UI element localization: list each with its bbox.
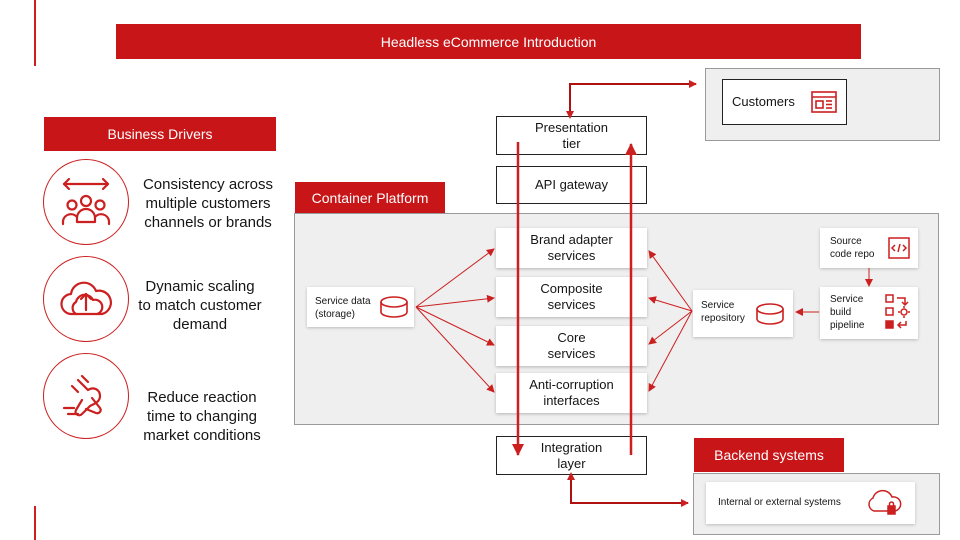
driver-reaction-text: Reduce reaction time to changing market …: [143, 389, 261, 444]
repository-database-icon: [756, 303, 784, 325]
core-services: Core services: [496, 326, 647, 366]
database-icon: [380, 296, 408, 318]
driver-scaling-text: Dynamic scaling to match customer demand: [138, 278, 262, 333]
cloud-lock-icon: [868, 489, 902, 515]
repo-to-brand: [648, 250, 693, 312]
integration-layer-label: Integration layer: [540, 439, 603, 471]
anti-corruption-interfaces: Anti-corruption interfaces: [496, 373, 647, 413]
internal-external-systems-box: Internal or external systems: [706, 482, 915, 524]
source-code-repo-box: Source code repo: [820, 228, 918, 268]
backend-systems-header: Backend systems: [694, 438, 844, 472]
data-to-brand: [415, 248, 495, 308]
code-icon: [888, 237, 910, 259]
page-title: Headless eCommerce Introduction: [116, 24, 861, 59]
cloud-upload-icon: [43, 256, 129, 342]
browser-window-icon: [811, 91, 837, 113]
pipeline-icon: [885, 294, 910, 329]
source-code-repo-label: Source code repo: [830, 236, 875, 260]
service-build-pipeline-label: Service build pipeline: [830, 294, 865, 331]
customers-link: [566, 80, 697, 119]
service-repository-box: Service repository: [693, 290, 793, 337]
driver-consistency-text: Consistency across multiple customers ch…: [142, 176, 274, 231]
service-build-pipeline-box: Service build pipeline: [820, 287, 918, 339]
integration-layer-box: Integration layer: [496, 436, 647, 475]
data-to-composite: [415, 294, 495, 308]
data-to-anti: [415, 306, 495, 393]
brand-adapter-services: Brand adapter services: [496, 228, 647, 268]
brand-adapter-label: Brand adapter services: [530, 232, 613, 263]
api-gateway-box: API gateway: [496, 166, 647, 204]
accent-rule-bottom: [34, 506, 36, 540]
service-repository-label: Service repository: [701, 300, 745, 324]
internal-external-label: Internal or external systems: [718, 497, 841, 508]
service-data-box: Service data (storage): [307, 287, 414, 327]
customers-box: Customers: [722, 79, 847, 125]
composite-label: Composite services: [540, 281, 603, 312]
api-gateway-label: API gateway: [535, 177, 608, 192]
container-platform-header: Container Platform: [295, 182, 445, 214]
anti-corruption-label: Anti-corruption interfaces: [529, 377, 614, 408]
accent-rule-top: [34, 0, 36, 66]
repo-to-core: [648, 310, 693, 345]
presentation-tier-label: Presentation tier: [535, 119, 608, 151]
service-data-label: Service data (storage): [315, 296, 371, 320]
customers-label: Customers: [732, 94, 795, 109]
core-label: Core services: [547, 330, 596, 361]
data-to-core: [415, 306, 495, 346]
repo-to-anti: [648, 310, 693, 392]
composite-services: Composite services: [496, 277, 647, 317]
backend-link: [567, 472, 689, 507]
people-group-icon: [43, 159, 129, 245]
fast-response-icon: [43, 353, 129, 439]
repo-to-composite: [648, 296, 693, 312]
business-drivers-header: Business Drivers: [44, 117, 276, 151]
